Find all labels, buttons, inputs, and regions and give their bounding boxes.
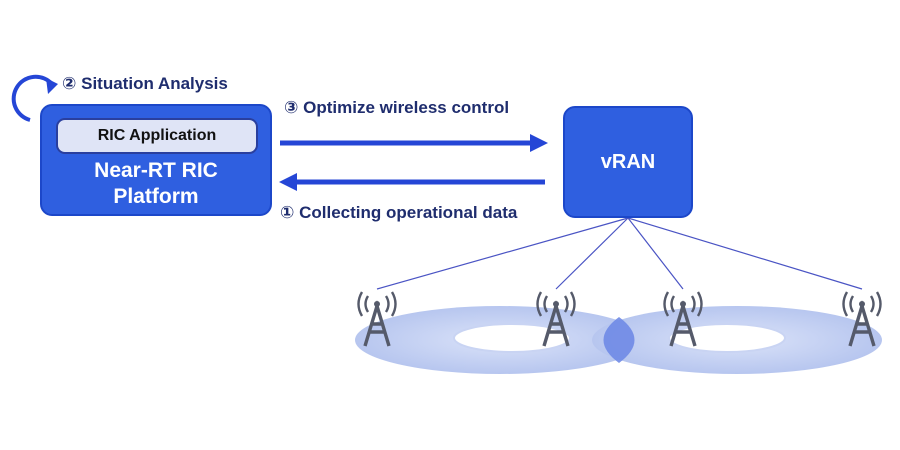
ric-application-box: RIC Application xyxy=(56,118,258,154)
arrow-optimize xyxy=(280,134,548,152)
coverage-area-left xyxy=(355,306,645,374)
antenna-tower-icon xyxy=(536,291,576,347)
ric-platform-label: Near-RT RIC Platform xyxy=(94,159,218,208)
vran-links xyxy=(376,217,863,290)
cycle-arrow-icon xyxy=(11,74,58,122)
coverage-area-right xyxy=(592,306,882,374)
step-2-label: ② Situation Analysis xyxy=(62,74,228,93)
step-3-label: ③ Optimize wireless control xyxy=(284,98,510,117)
antenna-tower-icon xyxy=(357,291,397,347)
coverage-overlap xyxy=(603,317,635,363)
antenna-tower-icon xyxy=(663,291,703,347)
antenna-tower-icon xyxy=(842,291,882,347)
arrow-collect xyxy=(279,173,545,191)
near-rt-ric-platform-box: RIC Application Near-RT RIC Platform xyxy=(40,104,272,216)
step-1-label: ① Collecting operational data xyxy=(280,203,518,222)
vran-box: vRAN xyxy=(563,106,693,218)
